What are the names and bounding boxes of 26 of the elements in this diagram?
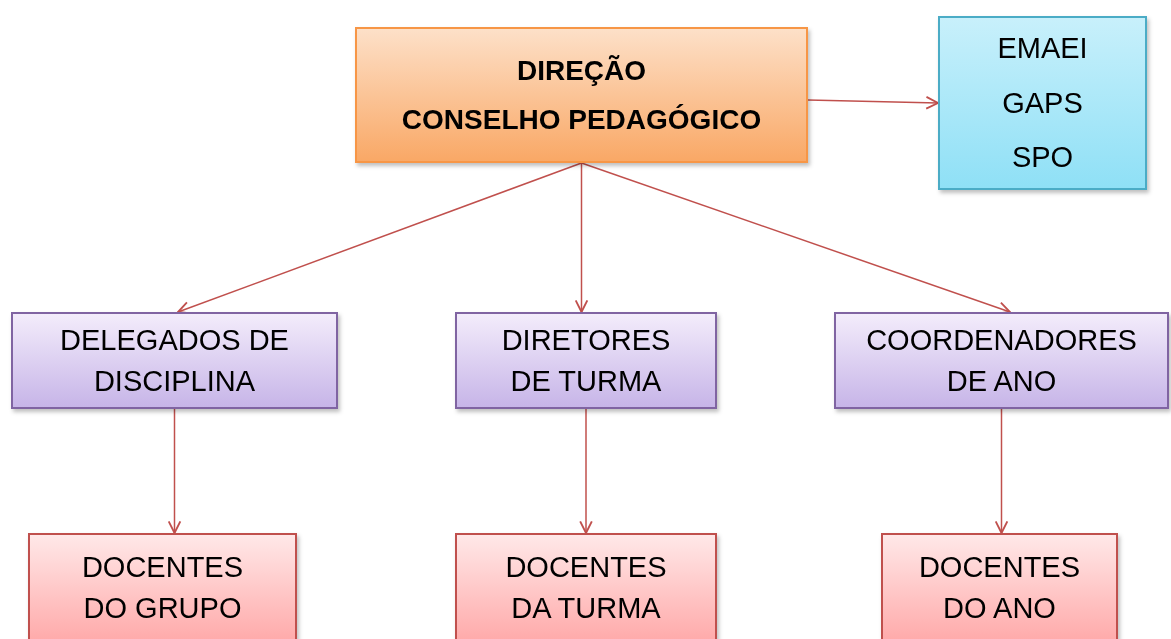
org-box [455,312,717,409]
box-label: CONSELHO PEDAGÓGICO [401,103,762,137]
box-label: DIRETORES DE TURMA [500,322,672,399]
arrow [580,162,1011,315]
box-label: DOCENTES DO GRUPO [80,550,245,626]
box-label: DELEGADOS DE DISCIPLINA [59,322,290,399]
org-box [881,533,1118,639]
arrow [807,95,939,110]
org-box [455,533,717,639]
org-box [355,27,808,163]
arrow [579,408,593,534]
org-box [11,312,338,409]
arrow [177,162,583,315]
org-box [834,312,1169,409]
arrow [167,408,182,534]
arrow [574,162,589,313]
box-label: DOCENTES DO ANO [917,550,1082,626]
org-box [28,533,297,639]
box-label: DIREÇÃO [516,53,647,88]
box-label: SPO [1011,140,1074,176]
org-box [938,16,1147,190]
box-label: EMAEI [997,31,1088,67]
box-label: GAPS [1002,85,1083,121]
box-label: DOCENTES DA TURMA [504,550,668,626]
arrow [994,408,1009,534]
box-label: COORDENADORES DE ANO [865,322,1138,399]
